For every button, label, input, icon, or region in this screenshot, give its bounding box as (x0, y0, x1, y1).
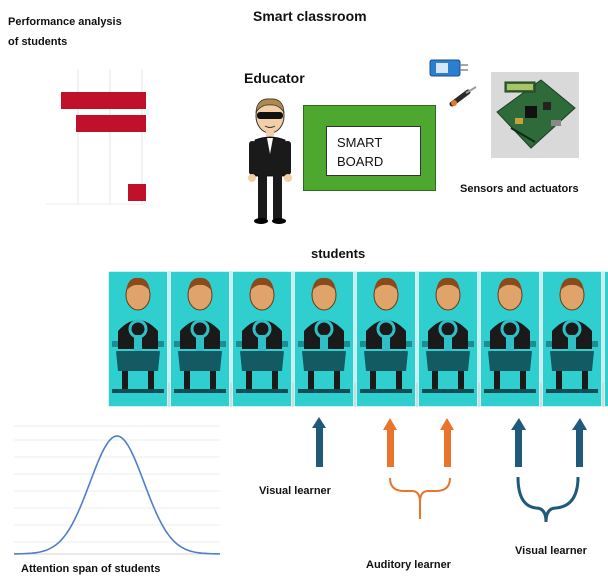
student-figure (479, 271, 541, 407)
student-figure (355, 271, 417, 407)
microcontroller-board-icon (491, 72, 579, 158)
student-figure (108, 271, 169, 407)
smart-board-line1: SMART (337, 135, 383, 150)
page-title: Smart classroom (253, 8, 367, 24)
performance-bar (128, 184, 146, 201)
performance-title-line2: of students (8, 36, 68, 48)
attention-span-chart (13, 425, 221, 555)
smart-board: SMART BOARD (303, 105, 436, 191)
visual-learner-left-label: Visual learner (259, 485, 331, 497)
smart-board-line2: BOARD (337, 154, 384, 169)
student-figure (169, 271, 231, 407)
performance-bar (76, 115, 146, 132)
student-figure (603, 271, 608, 407)
sensors-label: Sensors and actuators (460, 183, 579, 195)
performance-chart (46, 70, 146, 208)
smart-board-screen: SMART BOARD (326, 126, 421, 176)
students-label: students (311, 246, 366, 261)
students-row (108, 271, 608, 407)
educator-label: Educator (244, 70, 305, 86)
student-figure (541, 271, 603, 407)
student-figure (231, 271, 293, 407)
performance-bar (61, 92, 146, 109)
educator-figure (248, 98, 292, 224)
attention-span-label: Attention span of students (21, 563, 161, 575)
proximity-sensor-icon (449, 86, 477, 107)
temperature-sensor-icon (429, 59, 468, 77)
student-figure (293, 271, 355, 407)
performance-title-line1: Performance analysis (8, 16, 122, 28)
auditory-learner-label: Auditory learner (366, 559, 451, 571)
visual-learner-right-label: Visual learner (515, 545, 587, 557)
student-figure (417, 271, 479, 407)
attention-curve (13, 435, 221, 555)
